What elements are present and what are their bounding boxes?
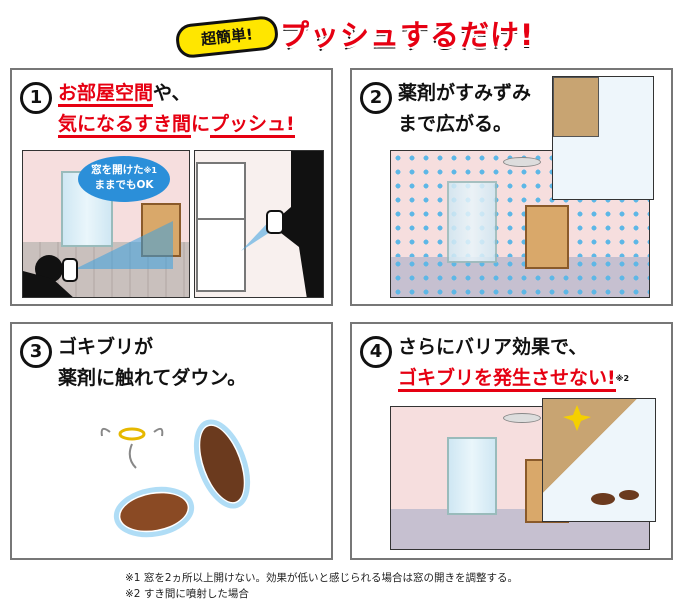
step-2-line-1: 薬剤がすみずみ xyxy=(398,82,532,104)
step-panel-3: 3 ゴキブリが 薬剤に触れてダウン。 xyxy=(10,322,333,560)
bubble-line-1: 窓を開けた xyxy=(91,164,144,176)
step-1-room-space: お部屋空間 xyxy=(58,82,154,107)
step-number-3: 3 xyxy=(20,336,52,368)
step-panel-2: 2 薬剤がすみずみ まで広がる。 xyxy=(350,68,673,306)
ceiling-light-icon xyxy=(503,413,541,423)
headline: プッシュするだけ! xyxy=(280,18,535,52)
cockroach-down-icon xyxy=(120,493,188,531)
step-panel-4: 4 さらにバリア効果で、 ゴキブリを発生させない!※2 xyxy=(350,322,673,560)
window-open-note-bubble: 窓を開けた※1 ままでもOK xyxy=(78,156,170,202)
step-1-text: お部屋空間や、 気になるすき間にプッシュ! xyxy=(58,78,295,140)
step-1-ni: に xyxy=(191,113,211,135)
step-3-line-2: 薬剤に触れてダウン。 xyxy=(58,367,247,389)
footnote-1: ※1 窓を2ヵ所以上開けない。効果が低いと感じられる場合は窓の開きを調整する。 xyxy=(125,572,518,584)
step-2-text: 薬剤がすみずみ まで広がる。 xyxy=(398,78,531,140)
bubble-line-2: ままでもOK xyxy=(94,179,154,191)
step-2-line-2: まで広がる。 xyxy=(398,113,513,135)
step-number-1: 1 xyxy=(20,82,52,114)
zoom-corner-illustration xyxy=(552,76,654,200)
step-3-text: ゴキブリが 薬剤に触れてダウン。 xyxy=(58,332,246,394)
step-3-line-1: ゴキブリが xyxy=(58,336,154,358)
step-1-gaps: 気になるすき間 xyxy=(58,113,192,138)
step-number-4: 4 xyxy=(360,336,392,368)
easy-badge: 超簡単! xyxy=(174,14,280,60)
step-4-note-mark: ※2 xyxy=(615,374,630,383)
step-panel-1: 1 お部屋空間や、 気になるすき間にプッシュ! 窓を開けた※1 ままでもOK xyxy=(10,68,333,306)
step-4-text: さらにバリア効果で、 ゴキブリを発生させない!※2 xyxy=(398,332,629,394)
barrier-zoom-illustration xyxy=(542,398,656,522)
halo-icon xyxy=(118,427,146,441)
step-1-push: プッシュ! xyxy=(210,113,295,138)
bubble-note-mark: ※1 xyxy=(143,166,157,175)
spray-cone-icon xyxy=(23,221,173,297)
header: 超簡単! プッシュするだけ! xyxy=(0,6,686,60)
step-4-line-1: さらにバリア効果で、 xyxy=(398,336,588,358)
ceiling-light-icon xyxy=(503,157,541,167)
cockroach-icon xyxy=(200,425,244,503)
step-number-2: 2 xyxy=(360,82,392,114)
cockroach-down-illustration xyxy=(100,419,251,538)
step-1-line1-tail: や、 xyxy=(153,82,191,104)
gap-spray-illustration xyxy=(194,150,324,298)
fridge-gap-spray-icon xyxy=(196,151,323,297)
repelled-cockroach-icon xyxy=(563,405,639,505)
footnote-2: ※2 すき間に噴射した場合 xyxy=(125,588,249,600)
step-4-line-2: ゴキブリを発生させない! xyxy=(398,367,616,392)
